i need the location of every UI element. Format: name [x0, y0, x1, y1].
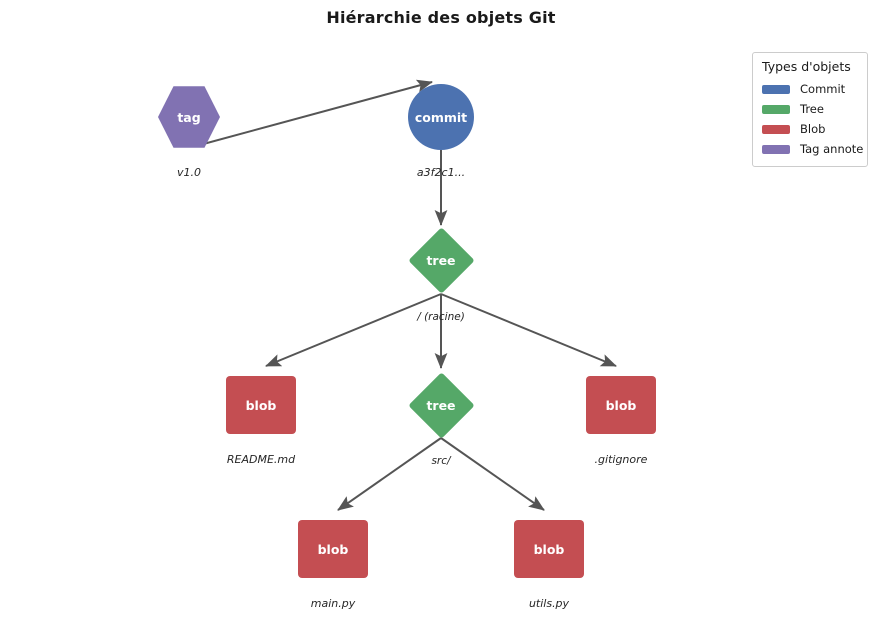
- node-blob-gitignore-label: blob: [605, 397, 637, 413]
- diamond-shape: [407, 226, 475, 294]
- node-blob-utils-label: blob: [533, 541, 565, 557]
- edge-tree-src-to-blob-main: [337, 437, 442, 511]
- legend-swatch-commit: [762, 84, 790, 94]
- caption-blob-readme: README.md: [226, 453, 296, 466]
- hexagon-shape: [158, 86, 220, 148]
- edge-tree-root-to-blob-gitignore: [440, 293, 617, 367]
- node-commit[interactable]: commit: [408, 84, 474, 150]
- legend-label-blob: Blob: [800, 122, 826, 136]
- legend-swatch-tag: [762, 144, 790, 154]
- node-tag[interactable]: tag: [158, 85, 220, 149]
- edge-tree-root-to-blob-readme: [265, 293, 442, 367]
- caption-blob-utils: utils.py: [528, 597, 570, 610]
- legend-item-commit: Commit: [762, 79, 858, 99]
- node-blob-utils[interactable]: blob: [514, 520, 584, 578]
- legend-label-tag: Tag annote: [800, 142, 864, 156]
- legend-title: Types d'objets: [762, 59, 851, 74]
- edge-label-root-tree: / (racine): [417, 311, 465, 323]
- node-blob-main[interactable]: blob: [298, 520, 368, 578]
- node-commit-label: commit: [414, 109, 468, 125]
- edge-tree-src-to-blob-utils: [440, 437, 545, 511]
- node-tree-root[interactable]: tree: [407, 226, 475, 294]
- node-blob-readme-label: blob: [245, 397, 277, 413]
- legend-label-commit: Commit: [800, 82, 846, 96]
- caption-blob-gitignore: .gitignore: [594, 453, 648, 466]
- page-title: Hiérarchie des objets Git: [326, 8, 556, 27]
- legend: Types d'objets Commit Tree Blob Tag anno…: [752, 52, 868, 167]
- legend-label-tree: Tree: [800, 102, 824, 116]
- legend-item-blob: Blob: [762, 119, 858, 139]
- node-blob-readme[interactable]: blob: [226, 376, 296, 434]
- legend-swatch-blob: [762, 124, 790, 134]
- legend-item-tag: Tag annote: [762, 139, 863, 159]
- edge-label-src-tree: src/: [431, 455, 451, 467]
- caption-tag: v1.0: [176, 166, 201, 179]
- caption-blob-main: main.py: [310, 597, 356, 610]
- diamond-shape: [407, 371, 475, 439]
- legend-item-tree: Tree: [762, 99, 858, 119]
- node-tree-src[interactable]: tree: [407, 371, 475, 439]
- caption-commit: a3f2c1...: [416, 166, 466, 179]
- node-blob-gitignore[interactable]: blob: [586, 376, 656, 434]
- edge-tag-to-commit: [195, 79, 433, 147]
- node-blob-main-label: blob: [317, 541, 349, 557]
- legend-swatch-tree: [762, 104, 790, 114]
